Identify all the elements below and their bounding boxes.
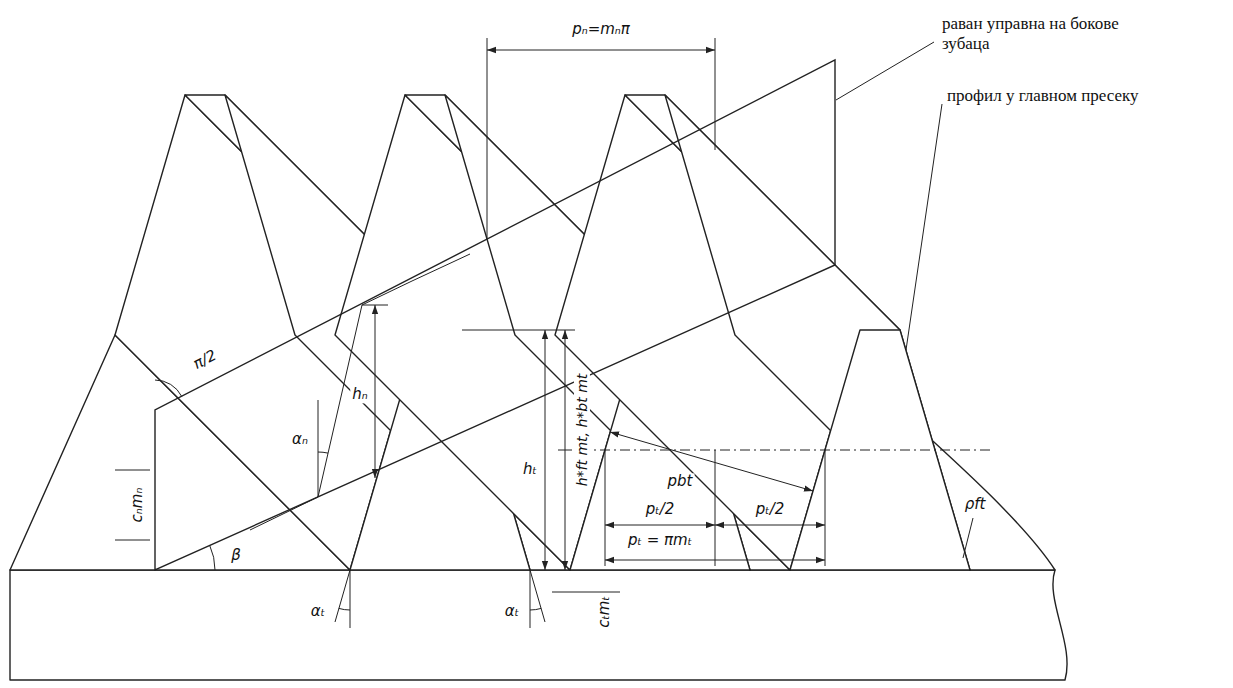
dimension-label: ρft xyxy=(963,496,988,513)
angle-arc xyxy=(318,452,328,453)
extension-line xyxy=(605,450,825,566)
angle-arc xyxy=(530,608,541,610)
dimension-label: pₜ/2 xyxy=(754,501,787,518)
angle-arc xyxy=(339,608,350,610)
dimension-label: pbt xyxy=(666,473,695,490)
leader-line xyxy=(906,104,942,350)
pitch-line xyxy=(580,450,990,451)
dimension-label: cₙmₙ xyxy=(129,486,146,525)
dimension-label: αₜ xyxy=(503,603,521,620)
tick xyxy=(558,450,572,451)
normal-section-profile xyxy=(250,254,470,530)
angle-arc xyxy=(155,380,182,396)
dimension-label: αₜ xyxy=(309,603,327,620)
dimension-line xyxy=(610,432,813,491)
dimension-label: cₜmₜ xyxy=(596,594,613,630)
leader-line xyxy=(836,42,934,100)
dimension-line xyxy=(545,330,546,570)
dimension-label: hₙ xyxy=(350,386,370,403)
dimension-label: π/2 xyxy=(189,346,221,374)
dimension-label: h*ft mt, h*bt mt xyxy=(574,372,590,489)
dimension-line xyxy=(605,560,825,561)
reference-line xyxy=(335,570,350,628)
dimension-label: pₙ=mₙπ xyxy=(570,21,632,38)
callout-note: раван управна на бокове зубаца xyxy=(940,14,1134,55)
dimension-line xyxy=(375,305,376,478)
dimension-label: β xyxy=(229,547,243,564)
dimension-label: pₜ = πmₜ xyxy=(626,532,694,549)
angle-arc xyxy=(210,545,215,570)
leader-line xyxy=(963,518,973,558)
reference-line xyxy=(318,400,319,497)
dimension-line xyxy=(487,50,715,51)
dimension-line xyxy=(605,525,715,526)
dimension-line xyxy=(715,525,825,526)
dimension-label: αₙ xyxy=(290,431,310,448)
dimension-label: hₜ xyxy=(521,461,539,478)
extension-line xyxy=(462,330,575,331)
dimension-label: pₜ/2 xyxy=(644,501,677,518)
normal-plane xyxy=(155,60,835,570)
extension-line xyxy=(487,38,715,240)
extension-line xyxy=(115,470,150,540)
tooth-flank xyxy=(665,95,970,570)
extension-line xyxy=(552,592,620,593)
base-front-face xyxy=(10,570,1067,680)
reference-line xyxy=(530,570,545,628)
callout-note: профил у главном пресеку xyxy=(945,86,1141,106)
